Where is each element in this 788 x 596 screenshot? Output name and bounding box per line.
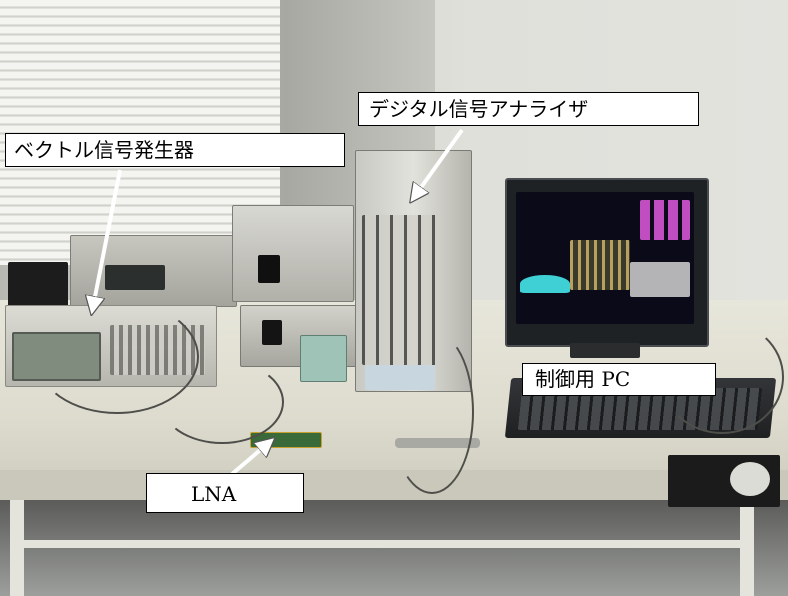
callout-signal-analyzer: デジタル信号アナライザ bbox=[358, 92, 699, 126]
callout-vector-generator: ベクトル信号発生器 bbox=[5, 133, 345, 167]
power-supply-lower-panel bbox=[262, 320, 282, 345]
generator-upper-display bbox=[105, 265, 165, 290]
dc-power-supply bbox=[300, 335, 347, 382]
cable-generator bbox=[35, 300, 199, 414]
spectrum-trace bbox=[520, 275, 570, 293]
callout-lna: LNA bbox=[146, 473, 304, 513]
power-supply-upper bbox=[232, 205, 354, 302]
table-crossbar bbox=[10, 540, 754, 548]
cable-analyzer bbox=[390, 330, 474, 494]
mouse bbox=[730, 462, 770, 496]
monitor-stand bbox=[570, 343, 640, 358]
measurement-panel bbox=[630, 262, 690, 297]
floor bbox=[0, 500, 788, 596]
table-leg-left bbox=[10, 500, 24, 596]
black-device bbox=[8, 262, 68, 307]
table-leg-right bbox=[740, 500, 754, 596]
constellation-panels bbox=[640, 200, 690, 240]
cable-monitor bbox=[660, 320, 784, 434]
power-supply-upper-panel bbox=[258, 255, 280, 283]
cable-red bbox=[160, 360, 284, 444]
waveform-display bbox=[570, 240, 630, 290]
table-edge bbox=[0, 470, 788, 500]
callout-control-pc: 制御用 PC bbox=[522, 363, 716, 396]
